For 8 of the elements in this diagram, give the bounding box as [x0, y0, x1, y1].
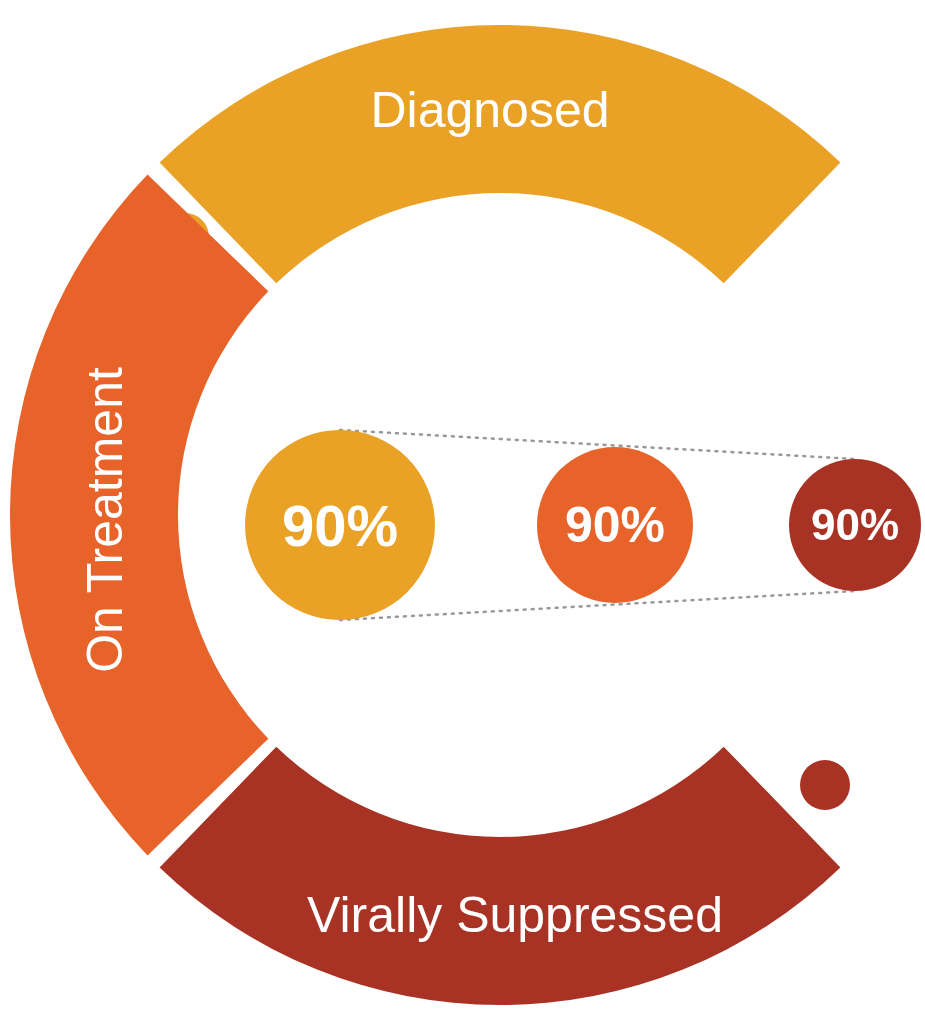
percentage-value: 90% [810, 500, 900, 550]
segment-label: Diagnosed [370, 81, 610, 139]
percentage-value: 90% [564, 496, 666, 554]
dotted-line [338, 589, 857, 622]
segment-label: Virally Suppressed [307, 886, 723, 944]
segment-label: On Treatment [76, 367, 134, 673]
percentage-value: 90% [281, 491, 399, 559]
dotted-line [338, 428, 857, 461]
